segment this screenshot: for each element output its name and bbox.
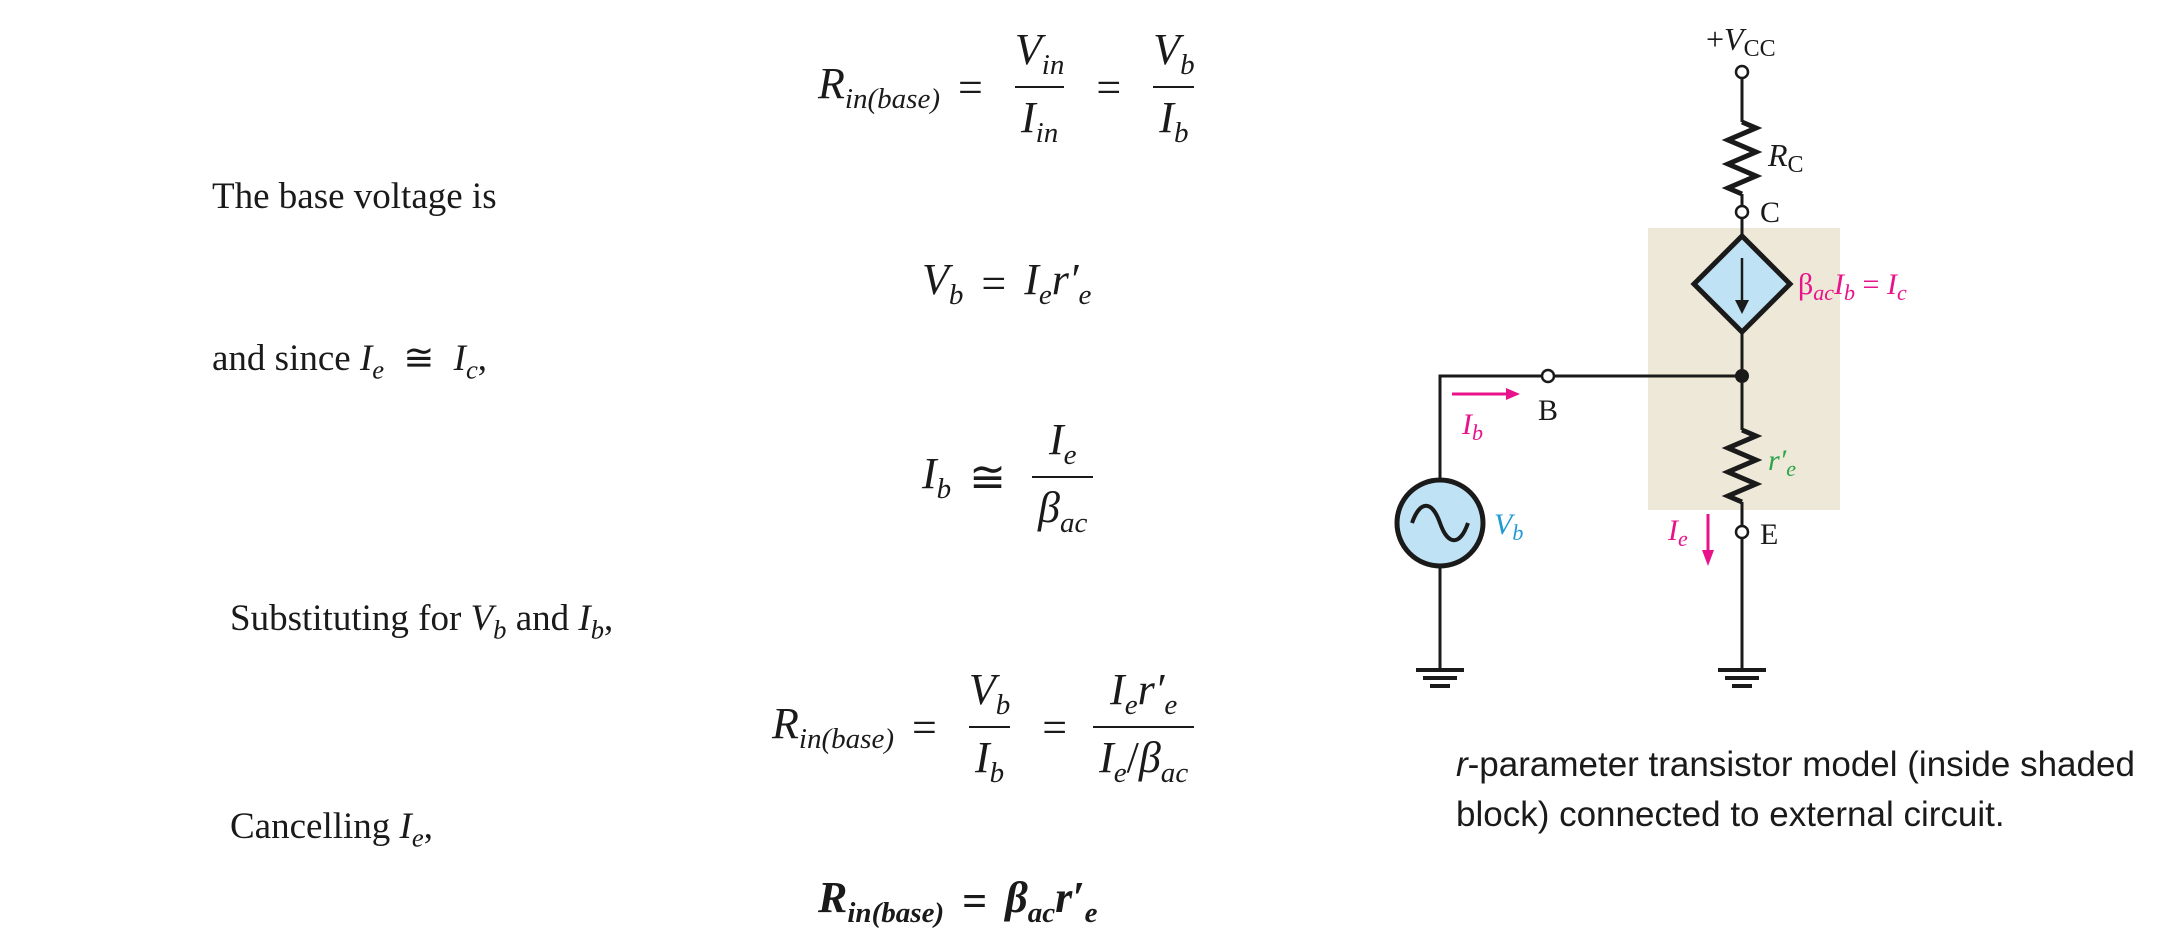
text-cancelling: Cancelling Ie,: [230, 806, 433, 853]
equation-rin-substituted: Rin(base) = Vb Ib = Ier′e Ie/βac: [772, 668, 1202, 788]
node-c-terminal: [1734, 204, 1750, 220]
eq1-lhs: Rin(base): [818, 59, 941, 116]
ib-current-arrow: [1452, 388, 1520, 400]
sine-wave-icon: [1410, 503, 1470, 543]
figure-caption: r-parameter transistor model (inside sha…: [1456, 745, 2135, 834]
ie-current-arrow: [1702, 514, 1714, 566]
text-base-voltage: The base voltage is: [212, 176, 497, 217]
node-e-terminal: [1734, 524, 1750, 540]
label-node-b: B: [1538, 394, 1558, 427]
label-ie: Ie: [1667, 514, 1688, 551]
label-node-c: C: [1760, 196, 1780, 229]
equation-ib: Ib ≅ Ie βac: [922, 418, 1101, 538]
label-dependent-source: βacIb = Ic: [1798, 268, 1907, 305]
eq1-fraction-vin-iin: Vin Iin: [1014, 25, 1065, 150]
text-substituting: Substituting for Vb and Ib,: [230, 598, 614, 645]
equation-vb: Vb = Ier′e: [922, 255, 1092, 312]
circuit-diagram: +VCC RC C βacIb = Ic B Ib r′e Vb Ie E: [1394, 21, 1907, 688]
label-re: r′e: [1768, 444, 1796, 481]
eq1-fraction-vb-ib: Vb Ib: [1153, 25, 1195, 150]
ground-right-icon: [1718, 668, 1766, 688]
text-and-since: and since Ie ≅ Ic,: [212, 338, 488, 385]
resistor-re: [1721, 427, 1763, 505]
vcc-terminal: [1734, 64, 1750, 80]
label-rc: RC: [1767, 137, 1804, 178]
eq4-fraction-vb-ib: Vb Ib: [968, 665, 1011, 790]
resistor-rc: [1721, 119, 1763, 197]
label-ib: Ib: [1461, 408, 1483, 445]
equation-rin-definition: Rin(base) = Vin Iin = Vb Ib: [818, 28, 1209, 148]
eq3-fraction-ie-beta: Ie βac: [1032, 418, 1094, 538]
current-direction-arrow: [1735, 300, 1749, 314]
label-vcc: +VCC: [1706, 21, 1776, 62]
ground-left-icon: [1416, 668, 1464, 688]
label-vb-source: Vb: [1494, 508, 1523, 545]
label-node-e: E: [1760, 518, 1778, 551]
eq4-fraction-iere-ie-beta: Ier′e Ie/βac: [1093, 668, 1195, 788]
equation-rin-final: Rin(base) = βacr′e: [818, 873, 1098, 929]
node-b-terminal: [1540, 368, 1556, 384]
